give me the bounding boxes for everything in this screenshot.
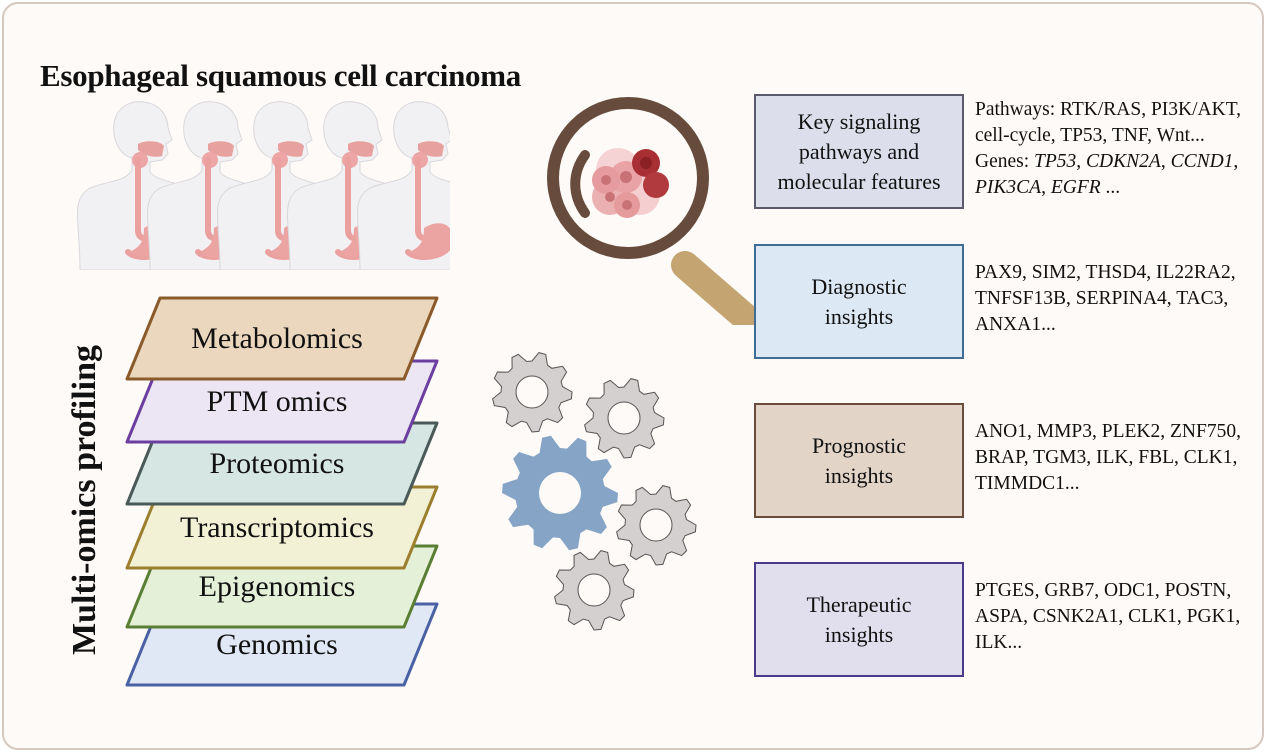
- gear-gray-icon: [492, 352, 573, 433]
- layer-label: Epigenomics: [199, 570, 356, 603]
- insight-description: PTGES, GRB7, ODC1, POSTN, ASPA, CSNK2A1, …: [975, 578, 1265, 656]
- insight-label-line: insights: [824, 303, 894, 329]
- description-line: cell-cycle, TP53, TNF, Wnt...: [975, 123, 1265, 149]
- description-text: ANO1, MMP3, PLEK2, ZNF750,: [975, 421, 1241, 442]
- description-text: BRAP, TGM3, ILK, FBL, CLK1,: [975, 447, 1238, 468]
- layer-label: PTM omics: [207, 385, 348, 418]
- insight-label-line: pathways and: [798, 138, 920, 164]
- description-text: TIMMDC1...: [975, 473, 1080, 494]
- layer-metabolomics: Metabolomics: [125, 296, 439, 381]
- description-line: Genes: TP53, CDKN2A, CCND1,: [975, 149, 1265, 175]
- description-line: PTGES, GRB7, ODC1, POSTN,: [975, 578, 1265, 604]
- description-line: TNFSF13B, SERPINA4, TAC3,: [975, 286, 1265, 312]
- description-line: ASPA, CSNK2A1, CLK1, PGK1,: [975, 604, 1265, 630]
- layer-label: Proteomics: [210, 447, 345, 480]
- description-text: PAX9, SIM2, THSD4, IL22RA2,: [975, 262, 1236, 283]
- description-text: cell-cycle, TP53, TNF, Wnt...: [975, 125, 1205, 146]
- layer-ptm-omics: PTM omics: [125, 359, 439, 444]
- insight-box: Diagnostic insights: [754, 244, 964, 359]
- magnifier-icon: [547, 97, 759, 325]
- description-text: ,: [1076, 151, 1087, 172]
- gear-gray-icon: [616, 485, 697, 566]
- insight-label-line: molecular features: [777, 168, 941, 194]
- insight-description: PAX9, SIM2, THSD4, IL22RA2, TNFSF13B, SER…: [975, 260, 1265, 338]
- gene-name: CDKN2A: [1086, 151, 1161, 172]
- gears-icon: [492, 352, 697, 631]
- description-text: Pathways: RTK/RAS, PI3K/AKT,: [975, 99, 1242, 120]
- insight-box: Key signaling pathways and molecular featu…: [754, 94, 964, 209]
- description-text: ...: [1100, 177, 1121, 198]
- gear-blue-icon: [502, 435, 618, 551]
- insight-box: Therapeutic insights: [754, 562, 964, 677]
- gene-name: PIK3CA: [975, 177, 1042, 198]
- tumor-cells-icon: [592, 148, 669, 218]
- gear-gray-icon: [584, 378, 665, 459]
- description-text: Genes:: [975, 151, 1035, 172]
- insight-box: Prognostic insights: [754, 403, 964, 518]
- description-line: TIMMDC1...: [975, 471, 1265, 497]
- layer-shape: [125, 296, 439, 381]
- layer-label: Metabolomics: [191, 322, 363, 355]
- gene-name: EGFR: [1050, 177, 1101, 198]
- description-text: ILK...: [975, 632, 1023, 653]
- description-line: ANXA1...: [975, 312, 1265, 338]
- multi-omics-label: Multi-omics profiling: [66, 344, 103, 656]
- layer-label: Genomics: [216, 628, 338, 661]
- description-text: ANXA1...: [975, 314, 1056, 335]
- insight-label-line: Key signaling: [797, 108, 921, 134]
- layer-label: Transcriptomics: [180, 511, 374, 544]
- magnifier-handle: [671, 251, 759, 325]
- insight-label-line: insights: [824, 462, 894, 488]
- layer-transcriptomics: Transcriptomics: [125, 485, 439, 570]
- description-text: ASPA, CSNK2A1, CLK1, PGK1,: [975, 606, 1241, 627]
- description-line: ANO1, MMP3, PLEK2, ZNF750,: [975, 419, 1265, 445]
- insight-label-line: Prognostic: [811, 432, 907, 458]
- insight-description: ANO1, MMP3, PLEK2, ZNF750, BRAP, TGM3, IL…: [975, 419, 1265, 497]
- insight-label-line: Diagnostic: [811, 273, 907, 299]
- gear-gray-icon: [554, 550, 635, 631]
- gene-name: TP53: [1034, 151, 1077, 172]
- description-text: ,: [1160, 151, 1171, 172]
- description-line: BRAP, TGM3, ILK, FBL, CLK1,: [975, 445, 1265, 471]
- description-text: ,: [1233, 151, 1239, 172]
- description-text: PTGES, GRB7, ODC1, POSTN,: [975, 580, 1232, 601]
- insight-label: Prognostic insights: [812, 431, 906, 491]
- insight-description: Pathways: RTK/RAS, PI3K/AKT, cell-cycle, …: [975, 97, 1265, 201]
- figure-title: Esophageal squamous cell carcinoma: [40, 58, 521, 93]
- insight-label: Therapeutic insights: [806, 590, 911, 650]
- description-text: TNFSF13B, SERPINA4, TAC3,: [975, 288, 1229, 309]
- description-line: ILK...: [975, 630, 1265, 656]
- description-line: Pathways: RTK/RAS, PI3K/AKT,: [975, 97, 1265, 123]
- description-text: ,: [1041, 177, 1051, 198]
- insight-label: Key signaling pathways and molecular featu…: [777, 107, 940, 197]
- insight-label-line: insights: [824, 621, 894, 647]
- description-line: PAX9, SIM2, THSD4, IL22RA2,: [975, 260, 1265, 286]
- insight-label-line: Therapeutic: [806, 591, 912, 617]
- gene-name: CCND1: [1170, 151, 1234, 172]
- description-line: PIK3CA, EGFR ...: [975, 175, 1265, 201]
- insight-label: Diagnostic insights: [811, 272, 906, 332]
- omics-layer-stack: Genomics Epigenomics Transcriptomics Proteo…: [125, 296, 439, 687]
